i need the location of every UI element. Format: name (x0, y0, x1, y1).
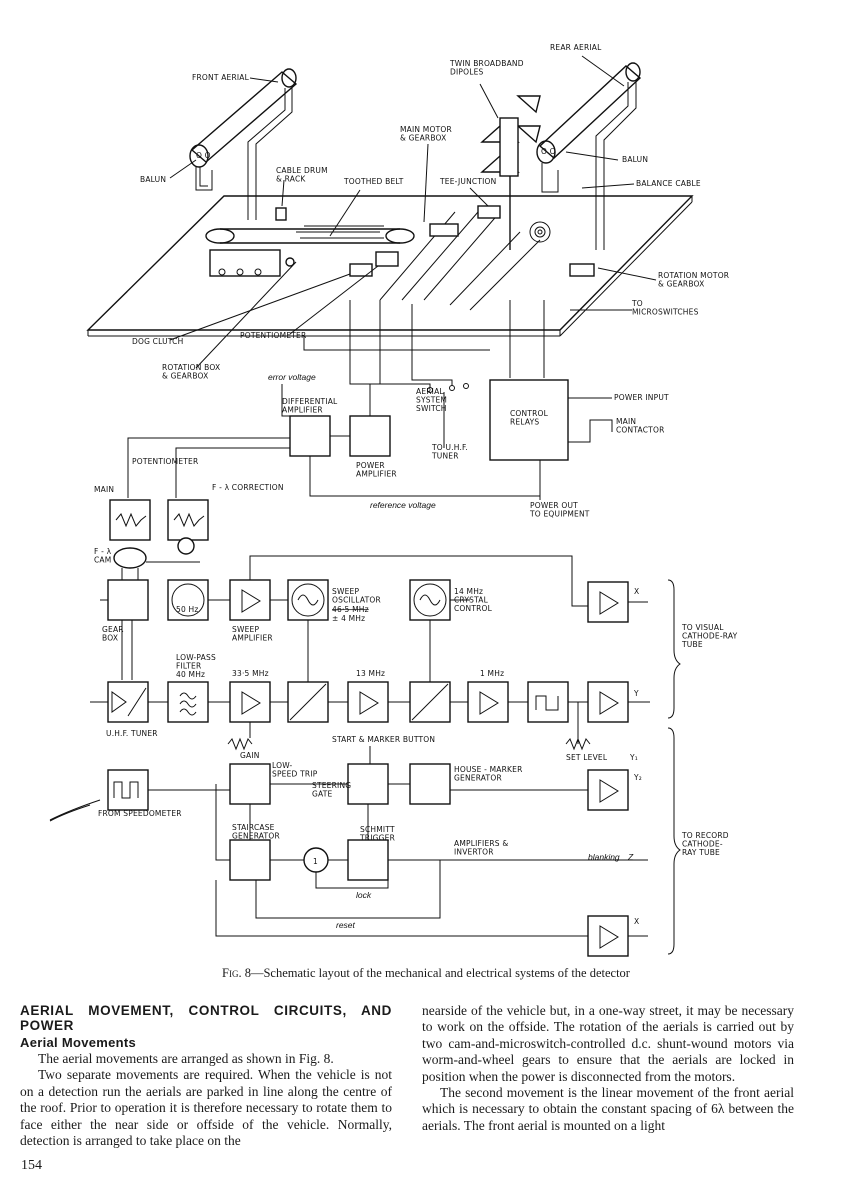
figure-caption: Fig. 8—Schematic layout of the mechanica… (0, 965, 852, 981)
label-rear-aerial: REAR AERIAL (550, 43, 602, 52)
mechanical-section: O O O O (86, 55, 694, 388)
rear-aerial: O O (536, 62, 642, 250)
label-z: Z (627, 852, 634, 862)
power-amplifier-box (349, 415, 391, 457)
front-aerial: O O (189, 68, 298, 220)
label-balun-right: BALUN (622, 155, 648, 164)
control-relays-box (489, 379, 569, 461)
label-1mhz: 1 MHz (480, 669, 504, 678)
roof-mechanisms (205, 205, 595, 277)
label-uhf-tuner: U.H.F. TUNER (106, 729, 158, 738)
label-y1: Y₁ (629, 753, 638, 762)
right-column: nearside of the vehicle but, in a one-wa… (422, 1003, 794, 1134)
label-sweep-freq-struck: 46·5 MHz (332, 605, 369, 614)
label-13mhz: 13 MHz (356, 669, 385, 678)
label-main-motor: MAIN MOTOR& GEARBOX (400, 125, 452, 143)
label-sweep-freq: ± 4 MHz (332, 614, 365, 623)
twin-dipoles (480, 95, 541, 250)
label-potentiometer-top: POTENTIOMETER (240, 331, 306, 340)
label-amplifiers-invertor: AMPLIFIERS &INVERTOR (454, 839, 508, 857)
label-gain: GAIN (240, 751, 260, 760)
label-reference-voltage: reference voltage (370, 500, 436, 510)
svg-text:O O: O O (196, 151, 211, 160)
section-heading: AERIAL MOVEMENT, CONTROL CIRCUITS, AND P… (20, 1003, 392, 1033)
label-one: 1 (313, 857, 318, 866)
label-lock: lock (356, 890, 372, 900)
label-x-bottom: X (634, 917, 639, 926)
label-main: MAIN (94, 485, 114, 494)
caption-text: —Schematic layout of the mechanical and … (250, 966, 630, 980)
page-number: 154 (21, 1158, 42, 1173)
right-paragraph-2: The second movement is the linear moveme… (422, 1085, 794, 1133)
label-blanking: blanking (588, 852, 620, 862)
differential-amplifier-box (289, 415, 331, 457)
main-potentiometer-box (109, 499, 151, 541)
schematic-figure: O O O O (49, 43, 738, 957)
label-potentiometer-mid: POTENTIOMETER (132, 457, 198, 466)
label-y: Y (633, 689, 639, 698)
label-rotation-box: ROTATION BOX& GEARBOX (162, 363, 220, 381)
correction-potentiometer-box (167, 499, 209, 541)
label-low-speed-trip: LOW-SPEED TRIP (272, 761, 318, 779)
label-balun-left: BALUN (140, 175, 166, 184)
label-reset: reset (336, 920, 356, 930)
label-to-uhf-tuner: TO U.H.F.TUNER (431, 443, 468, 461)
label-set-level: SET LEVEL (566, 753, 608, 762)
control-section (109, 379, 613, 580)
label-toothed-belt: TOOTHED BELT (343, 177, 404, 186)
left-column: AERIAL MOVEMENT, CONTROL CIRCUITS, AND P… (20, 1003, 392, 1149)
left-paragraph-1: The aerial movements are arranged as sho… (38, 1051, 334, 1066)
label-front-aerial: FRONT AERIAL (192, 73, 250, 82)
right-paragraph-1: nearside of the vehicle but, in a one-wa… (422, 1003, 794, 1084)
electronic-section (49, 555, 681, 957)
label-f-lambda-correction: F - λ CORRECTION (212, 483, 284, 492)
label-50hz: 50 Hz (176, 605, 199, 614)
label-x-top: X (634, 587, 639, 596)
label-cable-drum: CABLE DRUM& RACK (276, 166, 328, 184)
label-rotation-motor: ROTATION MOTOR& GEARBOX (658, 271, 729, 289)
left-paragraph-2: Two separate movements are required. Whe… (20, 1067, 392, 1149)
label-y2: Y₂ (633, 773, 642, 782)
label-error-voltage: error voltage (268, 372, 316, 382)
label-33-5mhz: 33·5 MHz (232, 669, 269, 678)
svg-text:O O: O O (541, 147, 556, 156)
caption-fig-number: Fig. 8 (222, 966, 251, 980)
label-balance-cable: BALANCE CABLE (636, 179, 701, 188)
label-dog-clutch: DOG CLUTCH (132, 337, 183, 346)
label-power-input: POWER INPUT (614, 393, 669, 402)
label-start-marker: START & MARKER BUTTON (332, 735, 435, 744)
label-from-speedometer: FROM SPEEDOMETER (98, 809, 182, 818)
subheading: Aerial Movements (20, 1035, 137, 1050)
label-tee-junction: TEE-JUNCTION (439, 177, 496, 186)
